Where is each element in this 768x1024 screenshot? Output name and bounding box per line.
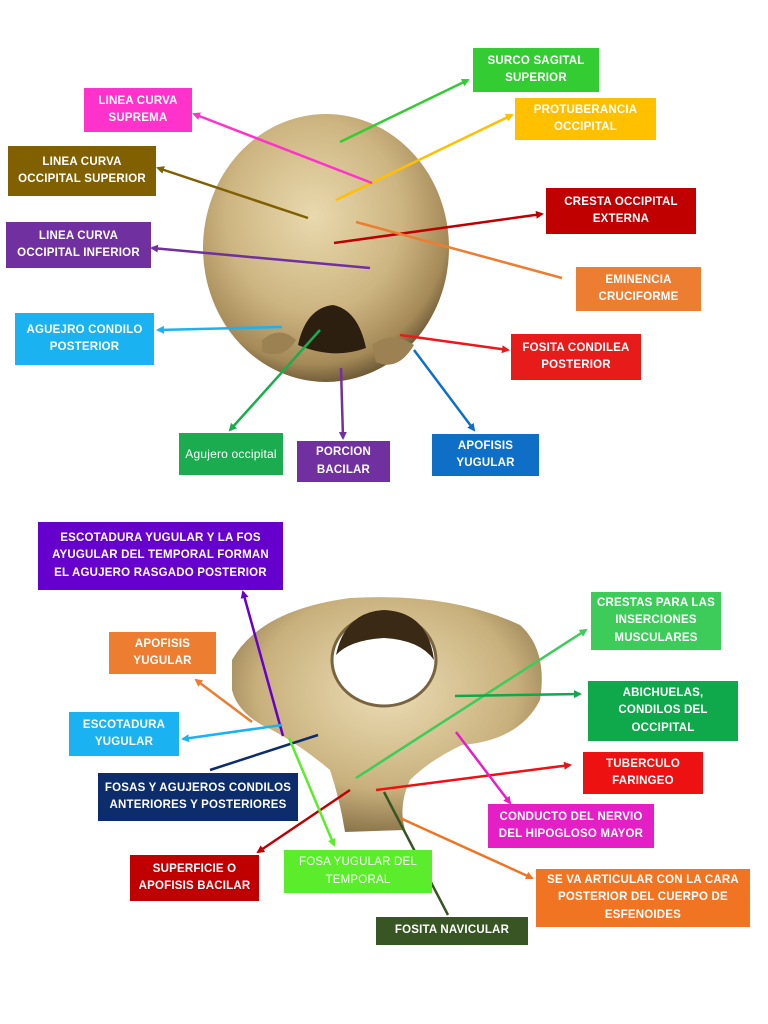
pointer-surco-sagital — [339, 78, 470, 144]
top-skull-illustration — [203, 114, 449, 382]
label-surco-sagital: SURCO SAGITAL SUPERIOR — [473, 48, 599, 92]
pointer-linea-suprema — [192, 112, 373, 185]
pointer-agujero-occipital — [228, 329, 321, 432]
pointer-conducto — [455, 731, 512, 805]
label-linea-superior: LINEA CURVA OCCIPITAL SUPERIOR — [8, 146, 156, 196]
pointer-fosas-agujeros — [209, 733, 319, 772]
label-linea-suprema: LINEA CURVA SUPREMA — [84, 88, 192, 132]
label-fosas-agujeros: FOSAS Y AGUJEROS CONDILOS ANTERIORES Y P… — [98, 773, 298, 821]
pointer-eminencia — [355, 220, 563, 280]
label-cresta-externa: CRESTA OCCIPITAL EXTERNA — [546, 188, 696, 234]
label-se-va: SE VA ARTICULAR CON LA CARA POSTERIOR DE… — [536, 869, 750, 927]
label-agujero-condilo: AGUEJRO CONDILO POSTERIOR — [15, 313, 154, 365]
pointer-protuberancia — [335, 113, 514, 202]
label-porcion-bacilar: PORCION BACILAR — [297, 441, 390, 482]
label-linea-inferior: LINEA CURVA OCCIPITAL INFERIOR — [6, 222, 151, 268]
label-abichuelas: ABICHUELAS, CONDILOS DEL OCCIPITAL — [588, 681, 738, 741]
label-escotadura-yugular: ESCOTADURA YUGULAR — [69, 712, 179, 756]
skull-posterior-view — [203, 114, 449, 382]
pointer-crestas — [355, 628, 588, 780]
label-apofisis-yugular: APOFISIS YUGULAR — [432, 434, 539, 476]
label-protuberancia: PROTUBERANCIA OCCIPITAL — [515, 98, 656, 140]
top-pointer-lines — [150, 78, 563, 440]
label-superficie: SUPERFICIE O APOFISIS BACILAR — [130, 855, 259, 901]
pointer-linea-inferior — [150, 244, 371, 270]
pointer-porcion-bacilar — [338, 367, 347, 440]
label-crestas: CRESTAS PARA LAS INSERCIONES MUSCULARES — [591, 592, 721, 650]
foramen-magnum-top — [298, 305, 366, 354]
pointer-superficie — [256, 788, 351, 854]
condyle-left — [262, 332, 296, 355]
label-agujero-occipital: Agujero occipital — [179, 433, 283, 475]
pointer-escotadura-fosa — [240, 590, 285, 737]
label-tuberculo: TUBERCULO FARINGEO — [583, 752, 703, 794]
pointer-se-va — [399, 816, 534, 880]
label-fosita-navicular: FOSITA NAVICULAR — [376, 917, 528, 945]
label-fosita-condilea: FOSITA CONDILEA POSTERIOR — [511, 334, 641, 380]
pointer-abichuelas — [454, 690, 582, 699]
pointer-apofisis-yugular — [413, 349, 476, 432]
pointer-agujero-condilo — [156, 325, 283, 334]
label-eminencia: EMINENCIA CRUCIFORME — [576, 267, 701, 311]
label-fosa-yugular: FOSA YUGULAR DEL TEMPORAL — [284, 850, 432, 893]
label-escotadura-fosa: ESCOTADURA YUGULAR Y LA FOS AYUGULAR DEL… — [38, 522, 283, 590]
label-apofisis-yugular-b: APOFISIS YUGULAR — [109, 632, 216, 674]
condyle-right — [372, 337, 414, 365]
occipital-base-bone — [232, 597, 542, 832]
pointer-cresta-externa — [333, 210, 544, 245]
foramen-dark-rim — [336, 610, 434, 660]
pointer-apofisis-yugular-b — [194, 678, 253, 723]
pointer-fosa-yugular — [287, 737, 336, 847]
label-conducto: CONDUCTO DEL NERVIO DEL HIPOGLOSO MAYOR — [488, 804, 654, 848]
pointer-linea-superior — [156, 166, 309, 220]
pointer-fosita-condilea — [399, 333, 510, 354]
pointer-escotadura-yugular — [181, 723, 283, 743]
pointer-tuberculo — [375, 761, 572, 792]
